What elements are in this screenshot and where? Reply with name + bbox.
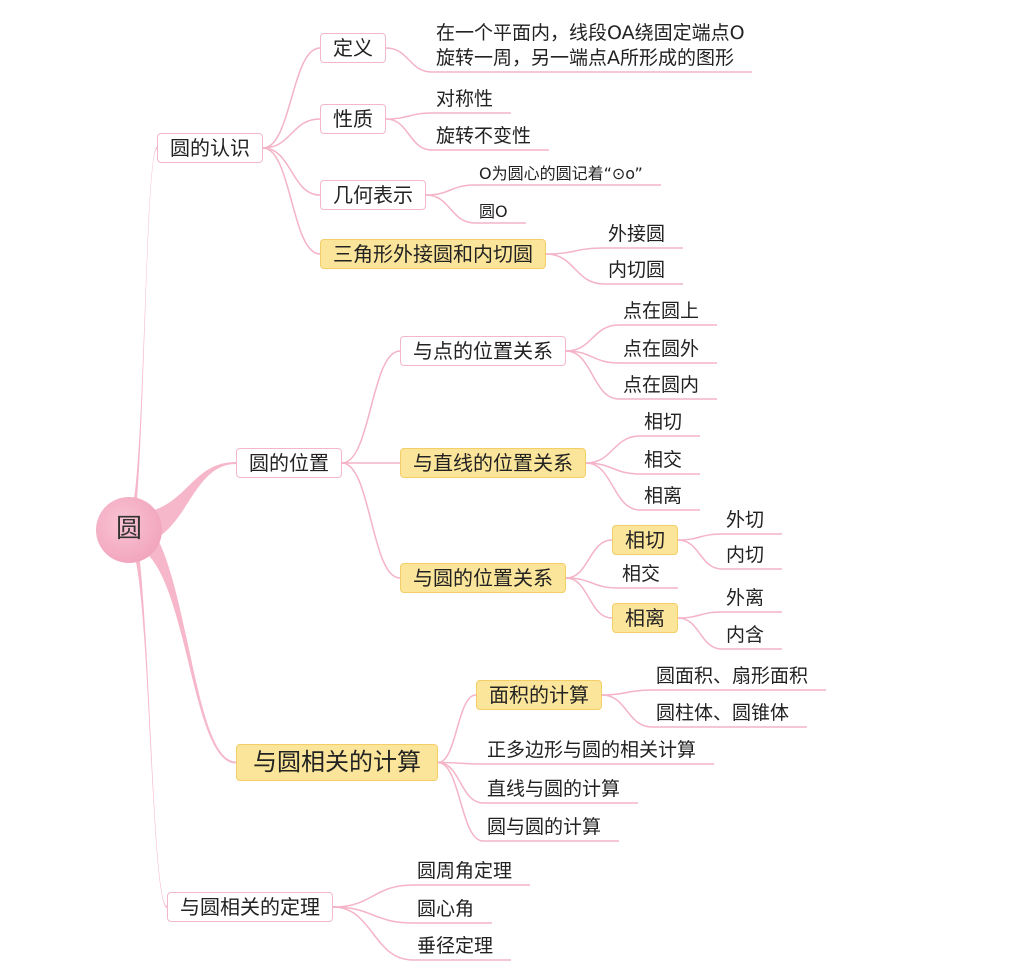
leaf-circumcircle: 外接圆 xyxy=(608,223,666,245)
connector-b0c1c1 xyxy=(385,118,433,151)
connector-b0c1 xyxy=(262,118,321,149)
connector-b0c3c0 xyxy=(545,247,605,255)
connector-def1 xyxy=(385,47,433,73)
connector-b1c0c2 xyxy=(565,350,620,400)
leaf-point-on-circle: 点在圆上 xyxy=(623,300,700,322)
connector-b1c2 xyxy=(341,462,401,579)
node-geometric-notation: 几何表示 xyxy=(320,180,426,210)
root-node: 圆 xyxy=(96,497,162,563)
node-definition: 定义 xyxy=(320,33,386,63)
connector-b1c1c0 xyxy=(585,435,641,464)
leaf-line-separate: 相离 xyxy=(644,485,683,507)
leaf-circle-circle-calc: 圆与圆的计算 xyxy=(487,816,602,838)
leaf-line-circle-calc: 直线与圆的计算 xyxy=(487,778,621,800)
connector-b1c2c2 xyxy=(565,577,613,619)
definition-line-1: 在一个平面内，线段OA绕固定端点O xyxy=(436,22,745,44)
connector-b0c3c1 xyxy=(545,253,605,285)
leaf-externally-separate: 外离 xyxy=(726,587,765,609)
connector-t1 xyxy=(677,539,723,570)
connector-b1c1c1 xyxy=(585,462,641,475)
connector-b0c3 xyxy=(262,147,321,255)
connector-b2c0c0 xyxy=(601,689,653,696)
connector-b0c0 xyxy=(262,47,321,149)
branch-calculation: 与圆相关的计算 xyxy=(236,744,438,781)
connector-b1c2c0 xyxy=(565,539,613,579)
node-circle-relation: 与圆的位置关系 xyxy=(400,563,566,593)
leaf-incircle: 内切圆 xyxy=(608,259,666,281)
node-line-relation: 与直线的位置关系 xyxy=(400,448,586,478)
connector-b0c2c1 xyxy=(425,194,476,224)
connector-b1c0 xyxy=(341,350,401,464)
leaf-symmetry: 对称性 xyxy=(436,88,494,110)
node-area-calculation: 面积的计算 xyxy=(476,680,602,710)
branch-recognition: 圆的认识 xyxy=(157,133,263,163)
leaf-external-tangent: 外切 xyxy=(726,509,765,531)
definition-line-2: 旋转一周，另一端点A所形成的图形 xyxy=(436,47,734,69)
connector-b0c1c0 xyxy=(385,112,433,120)
leaf-line-tangent: 相切 xyxy=(644,411,683,433)
leaf-polygon-circle-calc: 正多边形与圆的相关计算 xyxy=(487,739,697,761)
node-point-relation: 与点的位置关系 xyxy=(400,336,566,366)
leaf-point-outside-circle: 点在圆外 xyxy=(623,338,700,360)
leaf-circles-intersect: 相交 xyxy=(622,563,661,585)
node-circles-tangent: 相切 xyxy=(612,525,678,555)
connector-b3c2 xyxy=(332,906,414,961)
connector-b1c0c0 xyxy=(565,324,620,352)
connector-b2c2 xyxy=(437,761,484,804)
leaf-notation-symbol: O为圆心的圆记着“⊙o” xyxy=(479,164,643,183)
leaf-circle-o: 圆O xyxy=(479,202,508,221)
node-triangle-circles: 三角形外接圆和内切圆 xyxy=(320,239,546,269)
leaf-point-inside-circle: 点在圆内 xyxy=(623,374,700,396)
connector-b3c1 xyxy=(332,906,414,924)
connector-b0c2 xyxy=(262,147,321,196)
connector-b1c1c2 xyxy=(585,462,641,511)
leaf-line-intersect: 相交 xyxy=(644,449,683,471)
connector-s0 xyxy=(677,611,723,619)
branch-theorems: 与圆相关的定理 xyxy=(167,892,333,922)
leaf-perpendicular-diameter-theorem: 垂径定理 xyxy=(417,935,494,957)
leaf-circle-sector-area: 圆面积、扇形面积 xyxy=(656,665,809,687)
leaf-contained: 内含 xyxy=(726,624,765,646)
leaf-central-angle: 圆心角 xyxy=(417,898,475,920)
connector-t0 xyxy=(677,533,723,541)
node-properties: 性质 xyxy=(320,104,386,134)
leaf-rotation-invariance: 旋转不变性 xyxy=(436,125,532,147)
leaf-internal-tangent: 内切 xyxy=(726,544,765,566)
node-circles-separate: 相离 xyxy=(612,603,678,633)
connector-s1 xyxy=(677,617,723,650)
connector-b1c0c1 xyxy=(565,350,620,364)
connector-b3c0 xyxy=(332,884,414,908)
root-wedge-0 xyxy=(129,147,157,546)
connector-b0c2c0 xyxy=(425,184,476,196)
leaf-inscribed-angle-theorem: 圆周角定理 xyxy=(417,860,513,882)
connector-b2c0 xyxy=(437,694,477,764)
connector-b2c3 xyxy=(437,761,484,842)
leaf-cylinder-cone: 圆柱体、圆锥体 xyxy=(656,702,790,724)
branch-position: 圆的位置 xyxy=(236,448,342,478)
connector-b2c0c1 xyxy=(601,694,653,728)
